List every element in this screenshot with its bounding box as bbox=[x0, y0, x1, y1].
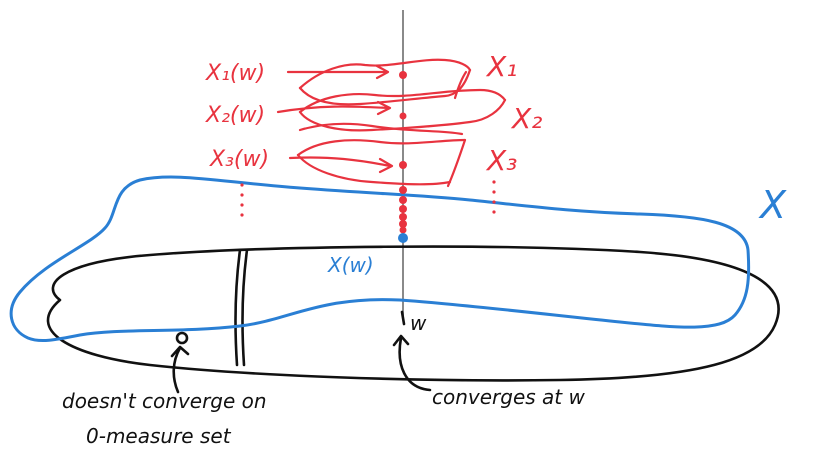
label-x2-w: X₂(w) bbox=[205, 103, 265, 128]
point-w-marker bbox=[400, 310, 406, 326]
label-x: X bbox=[758, 183, 787, 227]
label-x2: X₂ bbox=[510, 102, 542, 135]
label-x1-w: X₁(w) bbox=[205, 61, 265, 86]
non-converge-point bbox=[175, 331, 189, 345]
label-x3-w: X₃(w) bbox=[209, 147, 269, 172]
sheet-x2 bbox=[298, 88, 507, 132]
sheet-x1 bbox=[298, 58, 472, 106]
zero-measure-boundary-b bbox=[241, 248, 249, 367]
point-x3-w bbox=[399, 161, 407, 169]
label-w: w bbox=[410, 311, 427, 335]
ellipsis-left bbox=[240, 183, 244, 217]
ellipsis-right bbox=[492, 180, 496, 214]
label-x1: X₁ bbox=[485, 50, 517, 83]
limit-function-x bbox=[9, 175, 751, 343]
zero-measure-boundary-a bbox=[234, 248, 242, 367]
arrow-converges bbox=[392, 334, 432, 392]
label-x3: X₃ bbox=[485, 144, 517, 177]
arrow-x3-w bbox=[288, 156, 394, 174]
label-x-w: X(w) bbox=[327, 253, 374, 277]
arrow-x1-w bbox=[286, 64, 390, 80]
limit-point-x-w bbox=[398, 233, 408, 243]
label-no-converge-1: doesn't converge on bbox=[62, 389, 267, 413]
sequence-points bbox=[399, 71, 407, 234]
sample-space-omega bbox=[46, 245, 780, 382]
label-converges: converges at w bbox=[432, 385, 586, 409]
label-no-converge-2: 0-measure set bbox=[86, 424, 232, 448]
sheet-x3 bbox=[296, 122, 467, 188]
point-x2-w bbox=[399, 112, 407, 120]
arrow-x2-w bbox=[276, 100, 392, 116]
arrow-non-converge bbox=[170, 345, 190, 394]
point-x1-w bbox=[399, 71, 407, 79]
